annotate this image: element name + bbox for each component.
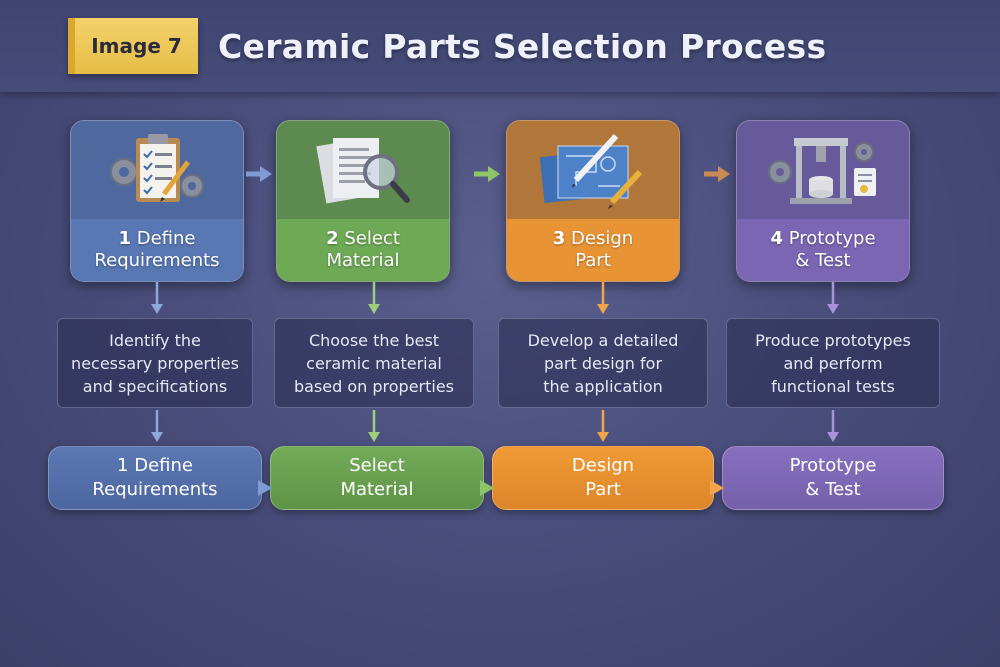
step-label: 2 Select Material (277, 219, 449, 281)
step-card-define-requirements: 1 Define Requirements (70, 120, 244, 282)
step-card-design-part: 3 Design Part (506, 120, 680, 282)
pill-line1: Design (571, 455, 635, 476)
summary-pill-prototype-test: Prototype & Test (722, 446, 944, 510)
description-line: and perform (783, 353, 883, 373)
pill-line2: & Test (805, 479, 861, 500)
step-label: 3 Design Part (507, 219, 679, 281)
clipboard-checklist-icon (71, 121, 243, 219)
page-title: Ceramic Parts Selection Process (218, 27, 827, 66)
arrow-right-icon (474, 166, 500, 182)
step-title-line2: & Test (795, 250, 851, 271)
description-line: necessary properties (71, 353, 239, 373)
description-line: based on properties (293, 376, 455, 396)
pill-line2: Requirements (92, 479, 218, 500)
description-line: Develop a detailed (527, 330, 679, 350)
step-card-select-material: 2 Select Material (276, 120, 450, 282)
description-line: functional tests (771, 376, 895, 396)
step-number: 2 (326, 228, 339, 249)
description-line: and specifications (82, 376, 228, 396)
description-line: Produce prototypes (755, 330, 911, 350)
arrow-down-icon (368, 282, 380, 314)
arrow-down-icon (827, 410, 839, 442)
step-label: 4 Prototype & Test (737, 219, 909, 281)
description-line: ceramic material (306, 353, 442, 373)
step-description: Develop a detailed part design for the a… (498, 318, 708, 408)
step-description: Identify the necessary properties and sp… (57, 318, 253, 408)
step-description: Choose the best ceramic material based o… (274, 318, 474, 408)
step-title-line1: Prototype (788, 228, 876, 249)
arrow-right-icon (704, 166, 730, 182)
arrow-down-icon (368, 410, 380, 442)
blueprint-pencil-icon (507, 121, 679, 219)
pill-line1: Prototype (789, 455, 877, 476)
step-title-line2: Part (575, 250, 611, 271)
step-title-line1: Design (571, 228, 634, 249)
description-line: the application (543, 376, 663, 396)
step-title-line1: Define (136, 228, 196, 249)
step-label: 1 Define Requirements (71, 219, 243, 281)
image-badge: Image 7 (68, 18, 198, 74)
summary-pill-design-part: Design Part (492, 446, 714, 510)
step-title-line1: Select (344, 228, 400, 249)
arrow-down-icon (597, 282, 609, 314)
step-number: 3 (552, 228, 566, 249)
summary-pill-select-material: Select Material (270, 446, 484, 510)
arrow-down-icon (597, 410, 609, 442)
step-title-line2: Material (326, 250, 400, 271)
pill-line1: Select (349, 455, 405, 476)
step-number: 4 (770, 228, 783, 249)
arrow-down-icon (151, 282, 163, 314)
documents-magnifier-icon (277, 121, 449, 219)
step-number: 1 (118, 228, 132, 249)
arrow-right-icon (246, 166, 272, 182)
pill-line2: Part (585, 479, 621, 500)
step-card-prototype-test: 4 Prototype & Test (736, 120, 910, 282)
pill-line1: 1 Define (117, 455, 193, 476)
summary-pill-define-requirements: 1 Define Requirements (48, 446, 262, 510)
description-line: Choose the best (308, 330, 440, 350)
description-line: part design for (543, 353, 663, 373)
pill-line2: Material (340, 479, 414, 500)
arrow-down-icon (827, 282, 839, 314)
arrow-down-icon (151, 410, 163, 442)
press-machine-icon (737, 121, 909, 219)
step-title-line2: Requirements (94, 250, 220, 271)
description-line: Identify the (109, 330, 201, 350)
step-description: Produce prototypes and perform functiona… (726, 318, 940, 408)
